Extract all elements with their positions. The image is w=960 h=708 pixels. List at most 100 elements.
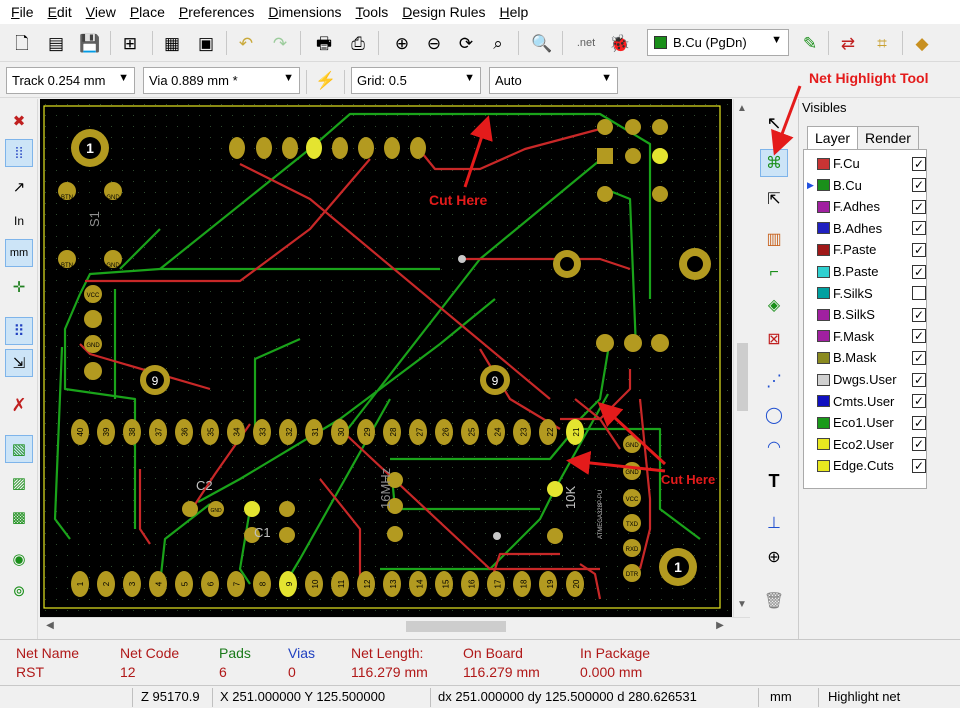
mcu-pin[interactable] (201, 419, 219, 445)
ftdi-pin[interactable] (623, 539, 641, 557)
microwave-tools-icon[interactable]: ⊚ (12, 583, 26, 600)
scroll-down-icon[interactable]: ▼ (737, 599, 747, 610)
layer-row[interactable]: ▶B.Cu✓ (804, 175, 928, 196)
mcu-pin[interactable] (279, 419, 297, 445)
mcu-pin[interactable] (97, 419, 115, 445)
pad[interactable] (597, 119, 613, 135)
pad-square[interactable] (597, 148, 613, 164)
place-anchor-icon[interactable]: ⊕ (767, 549, 781, 566)
footprint-editor-icon[interactable]: ▦ (163, 33, 181, 53)
mount-hole-far-right[interactable] (679, 248, 711, 280)
layer-color-swatch[interactable] (817, 243, 830, 256)
layer-pair-icon[interactable]: ✎ (802, 33, 818, 53)
mm-units-icon[interactable]: mm (5, 239, 33, 267)
layer-row[interactable]: F.Mask✓ (804, 326, 928, 347)
mount-hole-left[interactable]: 1 (71, 129, 109, 167)
net-highlight-icon[interactable]: ⌘ (760, 149, 788, 177)
layer-visibility-checkbox[interactable]: ✓ (912, 178, 926, 193)
mcu-pin[interactable] (123, 571, 141, 597)
mcu-pin[interactable] (71, 571, 89, 597)
add-footprint-icon[interactable]: ▥ (766, 231, 782, 248)
local-ratsnest-icon[interactable]: ⇱ (767, 191, 781, 208)
layer-color-swatch[interactable] (817, 200, 830, 213)
layer-color-swatch[interactable] (817, 179, 830, 192)
mcu-pin[interactable] (123, 419, 141, 445)
layer-visibility-checkbox[interactable]: ✓ (912, 458, 926, 473)
layer-row[interactable]: F.SilkS (804, 283, 928, 304)
right-pads[interactable] (596, 334, 669, 352)
layer-visibility-checkbox[interactable]: ✓ (912, 394, 926, 409)
capacitor-c1[interactable]: C1 (244, 501, 295, 543)
top-right-pads[interactable] (597, 119, 668, 202)
layer-color-swatch[interactable] (817, 351, 830, 364)
footprint-viewer-icon[interactable]: ▣ (197, 33, 215, 53)
layer-row[interactable]: Dwgs.User✓ (804, 369, 928, 390)
mcu-pin[interactable] (487, 419, 505, 445)
mcu-pin[interactable] (175, 571, 193, 597)
polar-coords-icon[interactable]: ↗ (12, 179, 26, 196)
zones-outline-icon[interactable]: ▨ (11, 475, 27, 492)
top-header[interactable] (229, 137, 426, 159)
pad[interactable] (651, 334, 669, 352)
horizontal-scroll-thumb[interactable] (406, 621, 506, 632)
header-pin[interactable] (410, 137, 426, 159)
mcu-pin[interactable] (305, 419, 323, 445)
menu-item[interactable]: Place (123, 0, 172, 24)
layer-visibility-checkbox[interactable]: ✓ (912, 437, 926, 452)
pad-9-right[interactable]: 9 (480, 365, 510, 395)
header-pin[interactable] (358, 137, 374, 159)
mount-hole-right[interactable]: 1 (659, 548, 697, 586)
layer-visibility-checkbox[interactable]: ✓ (912, 329, 926, 344)
add-circle-icon[interactable]: ◯ (765, 407, 783, 424)
layer-row[interactable]: B.Mask✓ (804, 347, 928, 368)
pcb-canvas[interactable]: 1 1 9 9 BTN GND BTN GND S1 (40, 99, 732, 617)
page-setup-icon[interactable]: ⊞ (122, 33, 138, 53)
layer-color-swatch[interactable] (817, 416, 830, 429)
layer-color-swatch[interactable] (817, 373, 830, 386)
mcu-pin[interactable] (305, 571, 323, 597)
mcu-pin[interactable] (513, 571, 531, 597)
inch-units-icon[interactable]: In (13, 214, 24, 228)
menu-item[interactable]: View (79, 0, 123, 24)
mcu-pin[interactable] (149, 419, 167, 445)
layer-visibility-checkbox[interactable]: ✓ (912, 350, 926, 365)
pad[interactable] (652, 186, 668, 202)
capacitor-c2[interactable]: GND C2 (182, 478, 224, 517)
add-arc-icon[interactable]: ◠ (767, 439, 781, 456)
mcu-pin[interactable] (461, 419, 479, 445)
mcu-pin[interactable] (409, 419, 427, 445)
read-netlist-icon[interactable]: ⇄ (840, 33, 856, 53)
grid-toggle-icon[interactable]: ⁞⁞ (5, 139, 33, 167)
layer-row[interactable]: F.Adhes✓ (804, 196, 928, 217)
mcu-pin[interactable] (97, 571, 115, 597)
layer-visibility-checkbox[interactable]: ✓ (912, 264, 926, 279)
vertical-scroll-thumb[interactable] (737, 343, 748, 411)
pad[interactable] (597, 186, 613, 202)
redraw-icon[interactable]: ⟳ (458, 33, 474, 53)
layer-row[interactable]: F.Paste✓ (804, 239, 928, 260)
auto-delete-tracks-icon[interactable]: ✗ (11, 394, 27, 415)
layer-row[interactable]: B.Paste✓ (804, 261, 928, 282)
zoom-out-icon[interactable]: ⊖ (426, 33, 442, 53)
mcu-pin[interactable] (331, 419, 349, 445)
add-zone-icon[interactable]: ◈ (767, 297, 781, 314)
add-text-icon[interactable]: T (768, 470, 780, 491)
layer-color-swatch[interactable] (817, 222, 830, 235)
ftdi-pin[interactable] (623, 564, 641, 582)
add-dimension-icon[interactable]: ⊥ (767, 515, 781, 532)
via-size-select[interactable]: Via 0.889 mm * ▼ (143, 67, 300, 94)
pad[interactable] (652, 119, 668, 135)
tab-layer[interactable]: Layer (807, 126, 859, 150)
mcu-pin[interactable] (357, 571, 375, 597)
layer-visibility-checkbox[interactable]: ✓ (912, 221, 926, 236)
track-width-select[interactable]: Track 0.254 mm ▼ (6, 67, 135, 94)
mcu-pin[interactable] (227, 571, 245, 597)
find-icon[interactable]: 🔍 (531, 33, 553, 53)
layer-visibility-checkbox[interactable]: ✓ (912, 307, 926, 322)
new-board-icon[interactable]: 🗋 (15, 33, 29, 53)
mcu-pin[interactable] (409, 571, 427, 597)
layer-color-swatch[interactable] (817, 287, 830, 300)
plot-icon[interactable]: ⎙ (351, 33, 365, 53)
